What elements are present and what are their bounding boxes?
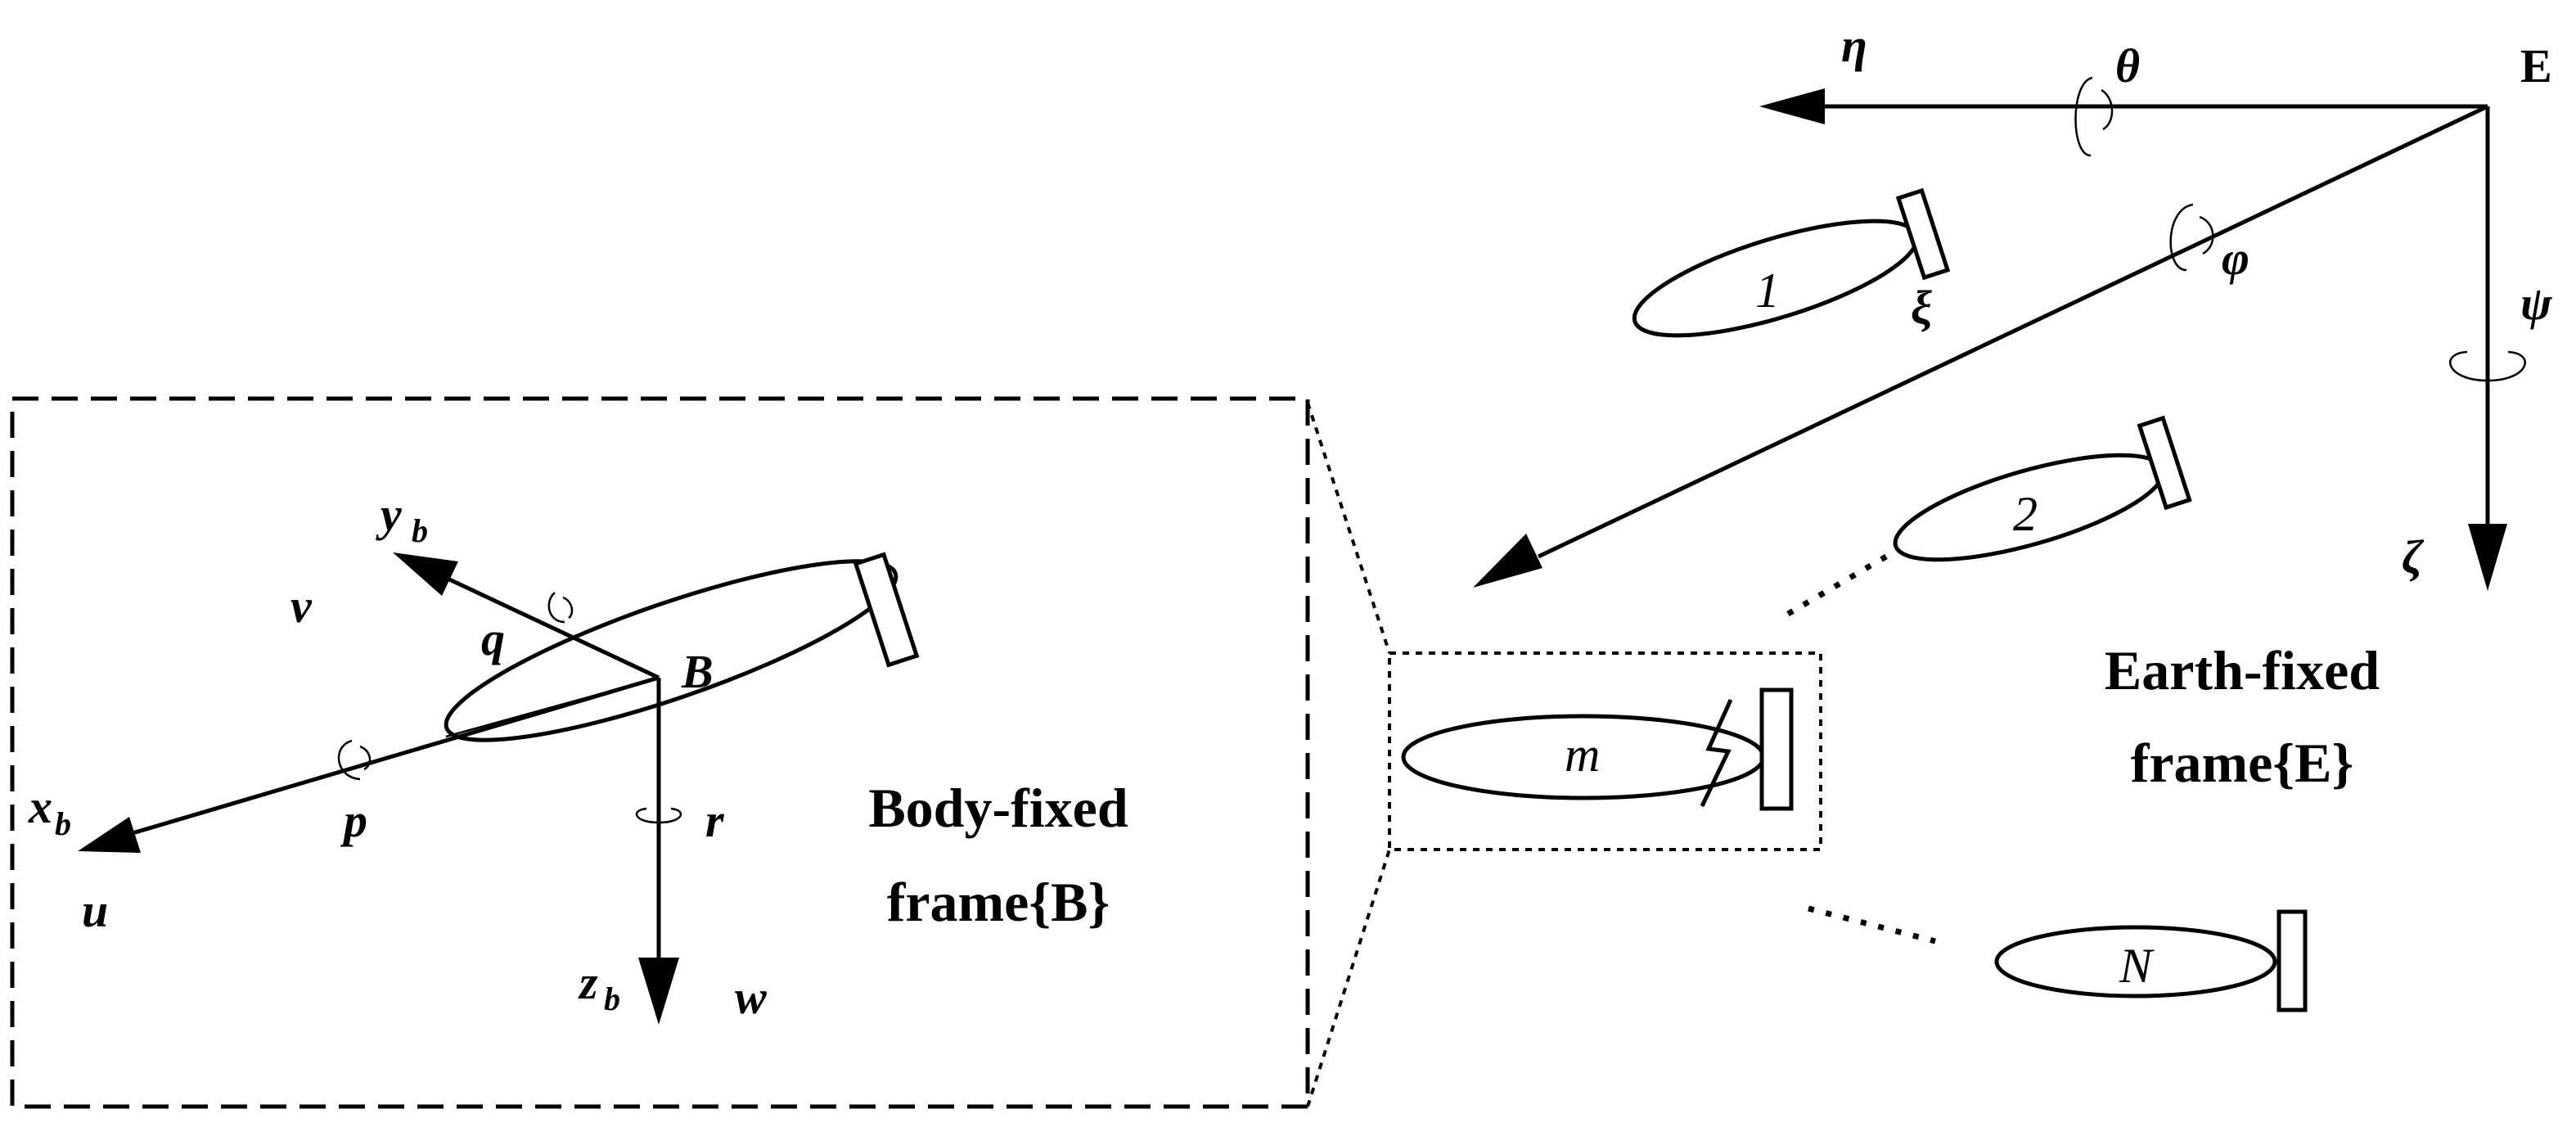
zeta-arrowhead (2468, 524, 2507, 591)
vehicle-1-label: 1 (1755, 264, 1780, 318)
vehicle-n: N (1994, 909, 2308, 1012)
q-label: q (481, 612, 505, 665)
zb-label: z (578, 956, 598, 1009)
vehicle-m-fault-icon (1700, 698, 1733, 808)
body-frame-panel: y b v q B x b p r u z b w Body-fixed fra… (10, 396, 1310, 1109)
body-frame-panel-border (10, 396, 1310, 1109)
v-label: v (290, 579, 313, 633)
vehicle-n-label: N (2119, 939, 2155, 993)
body-frame-caption-line1: Body-fixed (868, 777, 1128, 839)
ellipsis-dots-lower (1808, 905, 1936, 944)
zoom-connector-bottom (1306, 849, 1391, 1107)
earth-origin-label: E (2520, 39, 2552, 92)
p-label: p (340, 794, 367, 847)
xi-arrowhead (1473, 534, 1542, 588)
yb-label: y (376, 488, 402, 541)
vehicle-m-highlight-box (1388, 651, 1822, 851)
r-label: r (705, 794, 724, 847)
yb-subscript: b (412, 512, 428, 549)
earth-frame: E η θ φ ψ ξ ζ Earth-fixed frame{E} (1473, 19, 2553, 794)
eta-arrowhead (1759, 88, 1825, 124)
zeta-label: ζ (2402, 530, 2425, 584)
p-rotation-icon (337, 739, 372, 781)
xb-subscript: b (55, 805, 71, 842)
vehicle-m: m (1388, 651, 1822, 851)
r-rotation-icon (635, 807, 682, 824)
psi-label: ψ (2520, 277, 2553, 330)
body-vehicle-hull (444, 559, 898, 742)
body-origin-connector (445, 676, 660, 738)
xi-label: ξ (1911, 281, 1932, 334)
theta-label: θ (2115, 39, 2140, 92)
xb-label: x (28, 780, 52, 833)
earth-frame-caption-line1: Earth-fixed (2105, 639, 2380, 701)
vehicle-m-label: m (1565, 728, 1600, 782)
ellipsis-dots-upper (1786, 553, 1888, 617)
vehicle-1: 1 (1632, 187, 1951, 338)
zb-subscript: b (604, 980, 620, 1017)
body-vehicle-thruster (853, 552, 920, 668)
vehicle-m-thruster (1759, 687, 1794, 811)
yb-axis (444, 575, 660, 680)
xb-arrowhead (78, 817, 141, 853)
vehicle-2: 2 (1893, 415, 2192, 562)
psi-rotation-icon (2449, 350, 2526, 382)
zoom-connector-top (1306, 402, 1391, 654)
yb-arrowhead (393, 552, 458, 596)
theta-rotation-icon (2074, 76, 2114, 157)
vehicle-2-label: 2 (2013, 487, 2038, 541)
earth-frame-caption-line2: frame{E} (2131, 732, 2354, 794)
vehicle-2-thruster (2137, 415, 2192, 511)
q-rotation-icon (547, 592, 574, 624)
vehicle-1-thruster (1895, 187, 1951, 281)
vehicle-n-thruster (2277, 909, 2308, 1012)
xb-axis (126, 675, 660, 837)
u-label: u (82, 884, 108, 937)
body-origin-label: B (681, 645, 714, 698)
phi-rotation-icon (2169, 203, 2214, 272)
zb-arrowhead (638, 958, 679, 1025)
eta-label: η (1841, 19, 1867, 72)
xi-axis (1537, 104, 2489, 559)
vehicle-n-hull (1994, 925, 2277, 999)
w-label: w (735, 971, 767, 1024)
phi-label: φ (2222, 232, 2249, 285)
body-frame-caption-line2: frame{B} (887, 871, 1110, 933)
